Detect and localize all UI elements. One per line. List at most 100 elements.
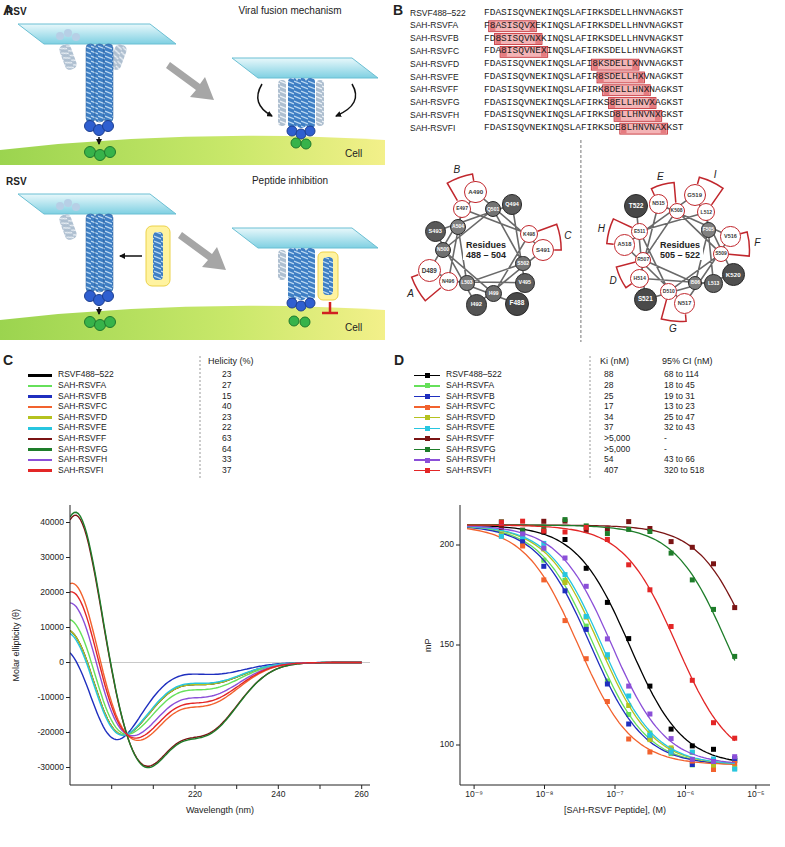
peptide-name: SAH-RSVFE [410, 73, 459, 83]
axis-tick-label: 10⁻⁷ [606, 790, 623, 800]
peptide-sequence: F8ASISQVXEKINQSLAFIRKSDELLHNVNAGKST [484, 21, 684, 32]
x-tick [111, 785, 112, 789]
helix [288, 78, 297, 128]
data-point [626, 694, 631, 699]
residue-label: Q494 [505, 202, 518, 208]
axis-tick-label: 0 [59, 658, 64, 668]
wheel-spokes [429, 192, 543, 305]
residue-label: I506 [690, 280, 700, 285]
data-point [626, 722, 631, 727]
ki-value: 28 [604, 381, 613, 391]
residue-label: S521 [638, 296, 653, 302]
residue-circle: L512 [697, 203, 715, 221]
data-point [541, 546, 546, 551]
receptor [301, 139, 311, 149]
fold-arrow [258, 84, 272, 116]
arrow [98, 137, 100, 144]
peptide-name: SAH-RSVFH [410, 111, 459, 121]
wheel-center-label: Residues 505 – 522 [657, 240, 703, 261]
legend-text: SAH-RSVFA [446, 381, 494, 391]
glycoprotein [64, 199, 72, 207]
axis-title: mP [423, 638, 433, 652]
residue-label: L503 [461, 280, 472, 285]
peptide-sequence: FDASISQVNEKINQSLAFIRKS8ELLHNVXAGKST [484, 98, 684, 109]
cell-surface [0, 306, 385, 340]
divider-line [580, 140, 581, 342]
glycoprotein [64, 29, 72, 37]
fusion-peptide [287, 298, 297, 308]
step-arrow [166, 62, 214, 100]
data-point [690, 545, 695, 550]
data-point [605, 600, 610, 605]
data-point [584, 614, 589, 619]
residue-label: I499 [489, 291, 499, 296]
data-point [541, 577, 546, 582]
legend-swatch [28, 469, 52, 472]
data-point [647, 733, 652, 738]
peptide-sequence: FDASISQVNEKINQSLAFIR8SDELLHXVNAGKST [484, 72, 684, 83]
residue-label: E511 [634, 229, 645, 234]
residue-circle: F488 [505, 292, 529, 316]
data-point [563, 517, 568, 522]
residue-label: V516 [724, 234, 737, 240]
residue-circle: S521 [634, 288, 657, 311]
data-point [732, 754, 737, 759]
peptide-sequence: FDASISQVNEKINQSLAFIRK8DELLHNXNAGKST [484, 85, 684, 96]
peptide-name: RSVF488–522 [410, 9, 466, 19]
residue-circle: S493 [425, 221, 446, 242]
ci-value: 32 to 43 [664, 423, 695, 433]
helicity-value: 37 [222, 466, 231, 476]
ki-value: 407 [604, 466, 618, 476]
legend-text: SAH-RSVFH [58, 455, 107, 465]
data-point [584, 627, 589, 632]
data-point [669, 750, 674, 755]
data-point [647, 684, 652, 689]
y-tick [66, 697, 70, 698]
data-point [647, 587, 652, 592]
helicity-value: 23 [222, 370, 231, 380]
data-point [541, 529, 546, 534]
ci-value: 43 to 66 [664, 455, 695, 465]
helicity-value: 64 [222, 445, 231, 455]
panel-letter: C [3, 352, 13, 368]
data-point [605, 699, 610, 704]
data-point [690, 743, 695, 748]
legend-text: SAH-RSVFF [446, 434, 494, 444]
helix [288, 248, 297, 300]
cell-label: Cell [345, 322, 362, 334]
axis-title: Wavelength (nm) [186, 805, 254, 815]
stapled-peptide [153, 232, 163, 280]
residue-label: F488 [509, 300, 524, 307]
helix [278, 80, 286, 126]
fit-curve [467, 527, 735, 764]
legend-marker [425, 426, 430, 431]
ci-value: - [664, 434, 667, 444]
fit-curve [467, 525, 735, 661]
helix [86, 44, 95, 122]
data-point [541, 564, 546, 569]
fit-curve [467, 527, 735, 764]
helix [95, 214, 104, 292]
virus-membrane [232, 58, 378, 78]
axis-tick-label: 20000 [40, 588, 64, 598]
ki-value: 37 [604, 423, 613, 433]
panel-letter: D [394, 352, 404, 368]
fusion-peptide [296, 301, 306, 311]
heptad-repeat-b [58, 213, 78, 242]
helicity-value: 15 [222, 392, 231, 402]
axis-tick-label: 10000 [40, 623, 64, 633]
axis-tick-label: 150 [440, 640, 454, 650]
ci-value: - [664, 445, 667, 455]
receptor [85, 317, 96, 328]
data-point [584, 615, 589, 620]
residue-circle: H514 [630, 269, 649, 288]
staple-letter: A [407, 288, 414, 300]
legend-marker [425, 415, 430, 420]
column-divider [590, 356, 591, 478]
ki-value: >5,000 [604, 445, 630, 455]
residue-circle: D489 [418, 259, 441, 282]
legend-text: SAH-RSVFF [58, 434, 106, 444]
residue-label: E497 [456, 206, 468, 211]
helix [95, 44, 104, 122]
data-point [647, 737, 652, 742]
